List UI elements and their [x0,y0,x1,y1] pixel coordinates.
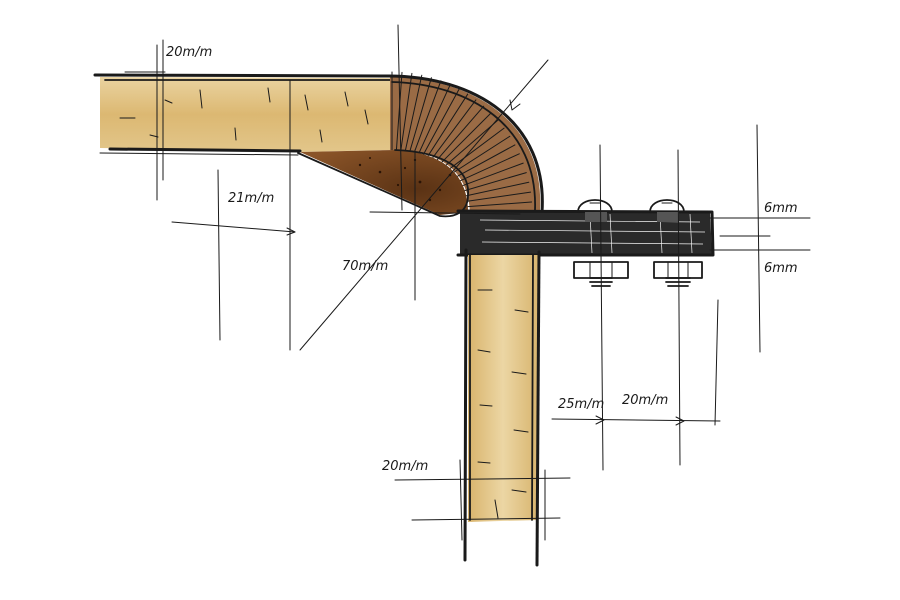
lamination-line [428,99,477,163]
lamination-line [400,72,413,152]
bolt-icon [649,199,703,287]
post-thickness-label: 20m/m [382,459,428,474]
lamination-line [435,112,492,169]
plate-top-thickness-label: 6mm [764,201,798,216]
vertical-post [463,248,541,567]
top-thickness-label: 20m/m [166,45,212,60]
bent-lamination [386,71,544,214]
lamination-line [417,84,451,157]
lamination-line [395,71,403,151]
bolt-spacing-label: 20m/m [622,393,668,408]
left-offset-label: 21m/m [228,191,274,206]
lamination-line [409,77,432,153]
plate-bottom-thickness-label: 6mm [764,261,798,276]
dimension-lines [124,24,811,541]
lamination-line [443,135,511,179]
lamination-line [413,80,442,155]
lamination-line [404,74,423,152]
lamination-line [432,105,485,166]
diagonal-dimension-label: 70m/m [342,259,388,274]
edge-distance-label: 25m/m [558,397,604,412]
lamination-line [425,93,469,161]
lamination-line [441,127,505,176]
filler-wedge [297,149,469,218]
lamination-line [421,88,460,159]
horizontal-beam [93,73,393,156]
lamination-line [445,144,516,183]
